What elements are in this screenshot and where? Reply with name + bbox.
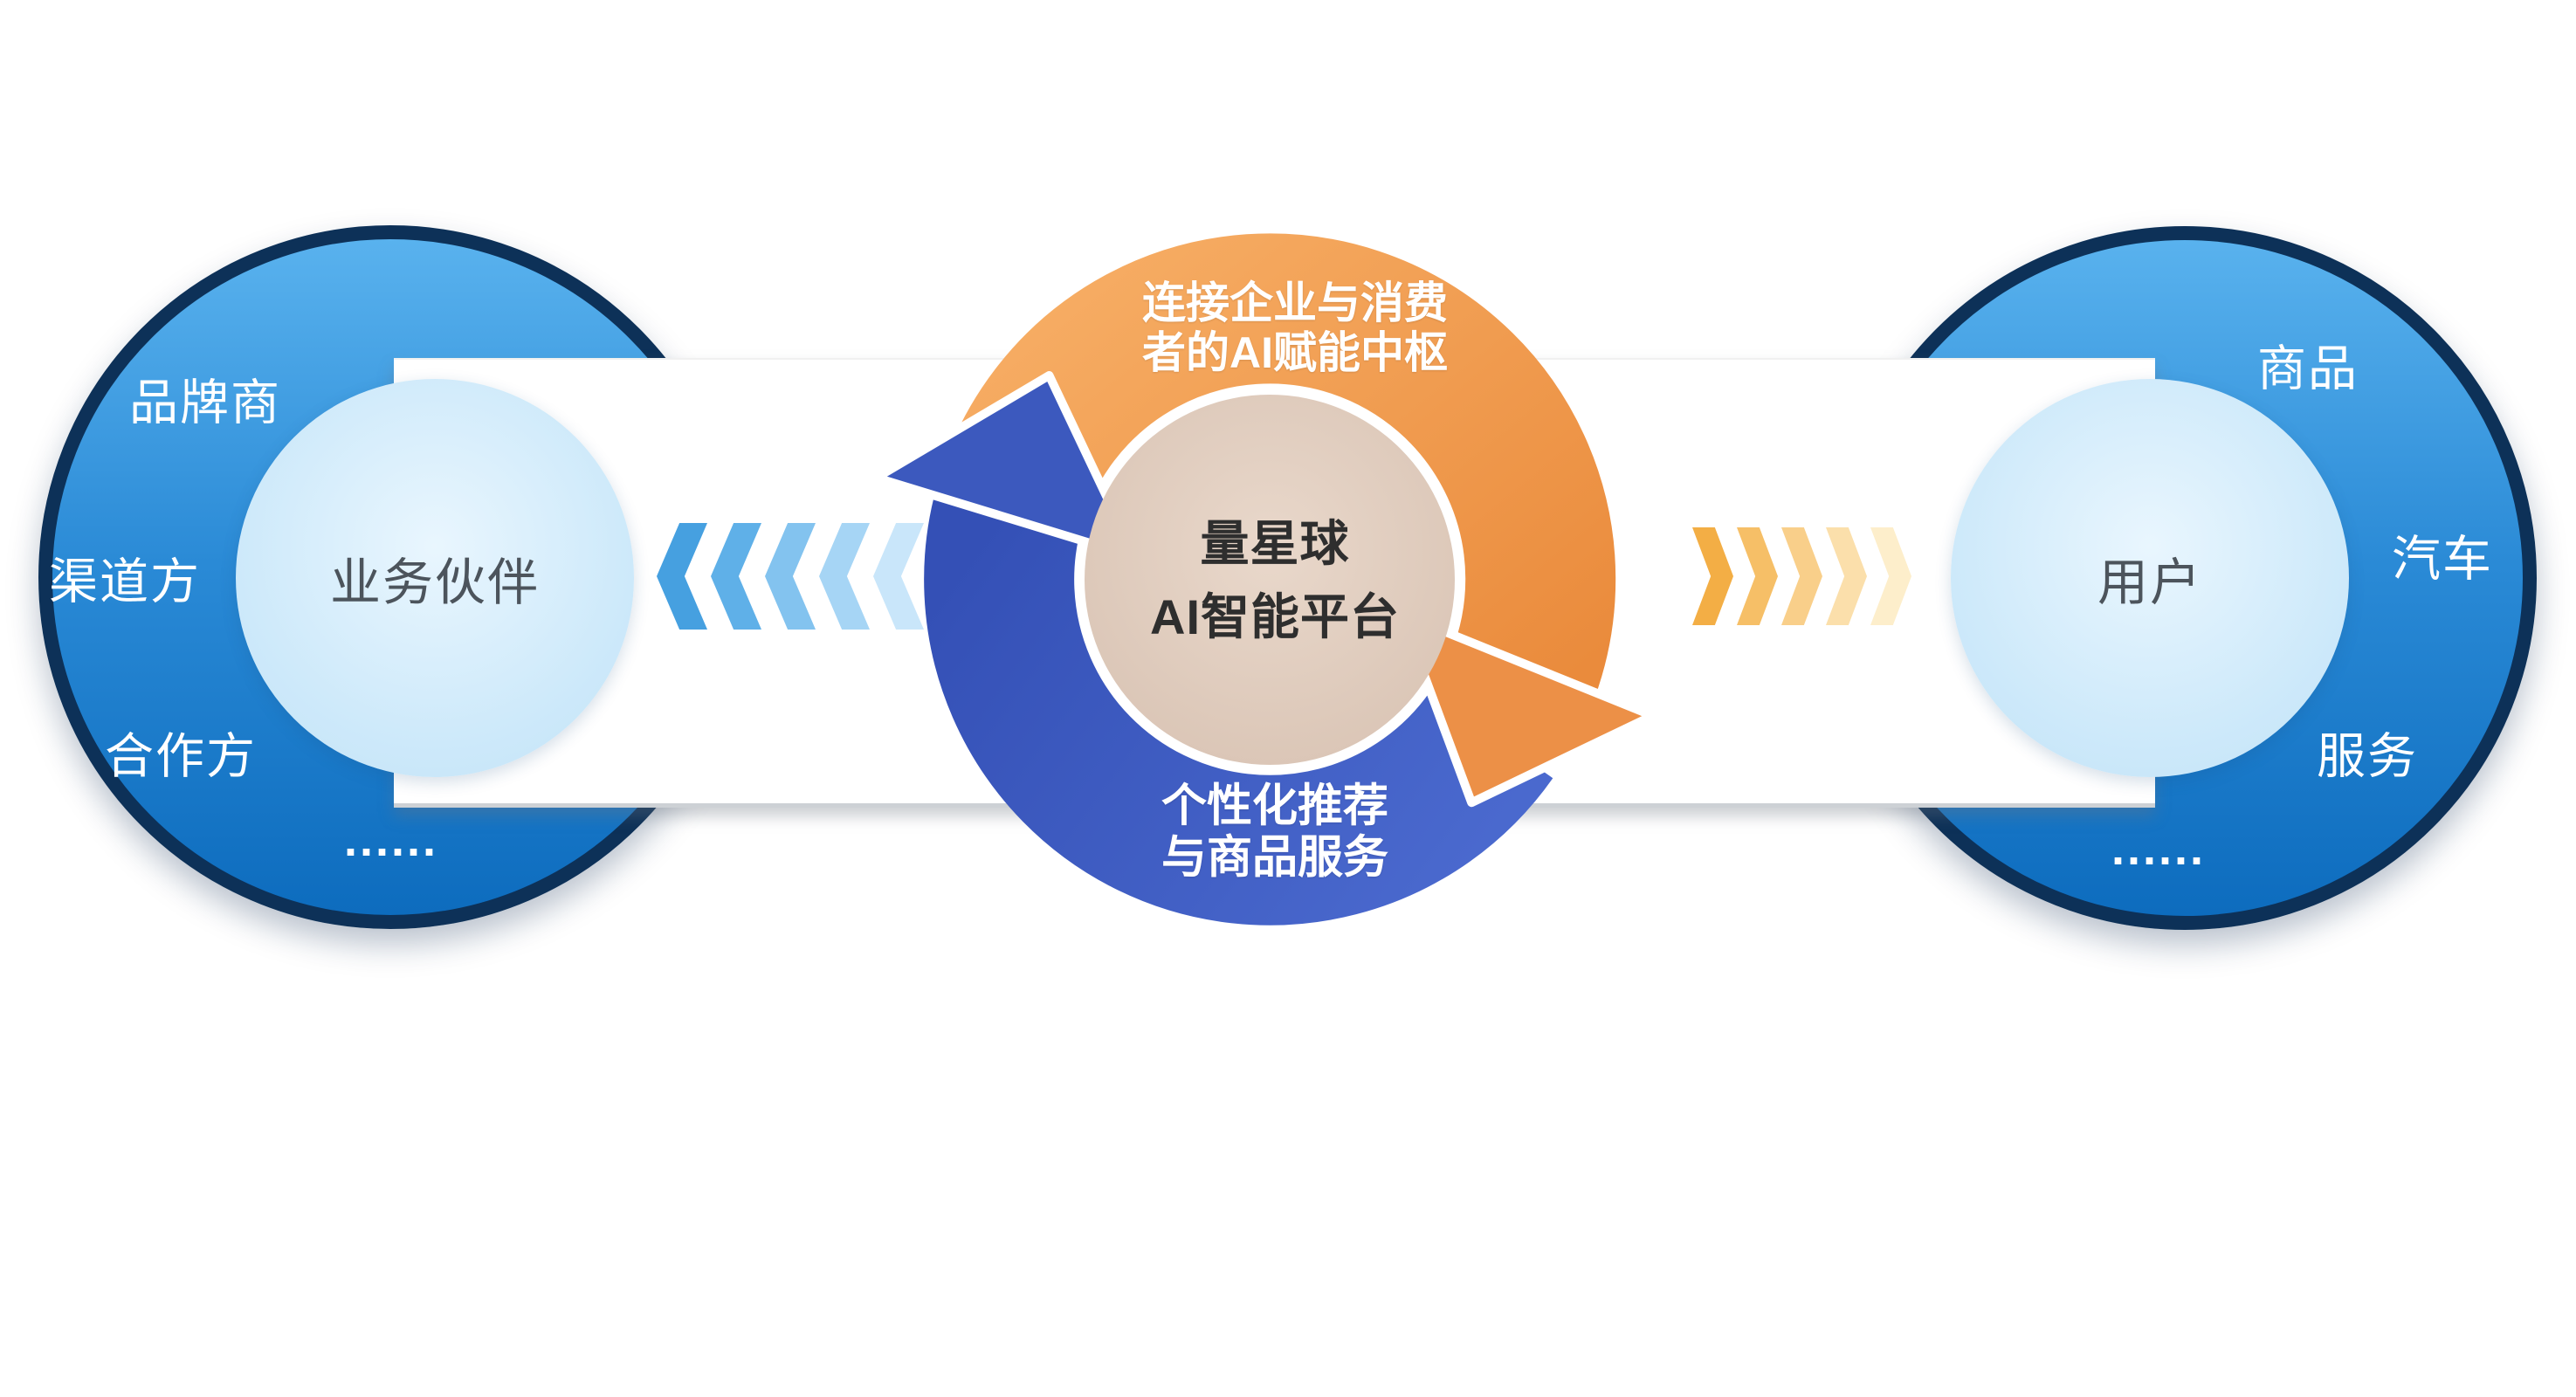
chevron-left-icon	[873, 523, 924, 630]
chevron-right-icon	[1737, 527, 1778, 625]
business-partner-label: 业务伙伴	[329, 554, 541, 611]
platform-core-circle	[1085, 395, 1455, 765]
blue-arrowhead-icon	[871, 371, 1140, 561]
business-partner-inner-circle	[236, 379, 634, 777]
chevron-right-icon	[1826, 527, 1867, 625]
top-arc-caption-line2: 者的AI赋能中枢	[1142, 328, 1448, 377]
satellite-label-car: 汽车	[2392, 531, 2493, 587]
chevron-right-icon	[1692, 527, 1733, 625]
chevron-left-icon	[657, 523, 707, 630]
chevron-left-icon	[819, 523, 870, 630]
user-label: 用户	[2097, 554, 2203, 611]
top-arc-caption-line1: 连接企业与消费	[1142, 279, 1448, 327]
satellite-label-partner: 合作方	[105, 728, 257, 784]
left-ellipsis-label: ......	[343, 814, 439, 866]
satellite-label-goods: 商品	[2257, 341, 2359, 396]
orange-arc	[935, 233, 1616, 710]
bottom-arc-caption-line2: 与商品服务	[1161, 833, 1389, 884]
chevron-right-icon	[1870, 527, 1911, 625]
chevron-right-icon	[1781, 527, 1822, 625]
platform-core-label: 量星球 AI智能平台	[1150, 507, 1400, 654]
bottom-arc-caption: 个性化推荐 与商品服务	[1161, 781, 1388, 885]
satellite-label-service: 服务	[2317, 728, 2418, 784]
left-flow-arrows-icon	[657, 523, 924, 630]
right-flow-arrows-icon	[1692, 527, 1911, 625]
top-arc-caption: 连接企业与消费 者的AI赋能中枢	[1142, 279, 1448, 378]
blue-arc	[924, 478, 1553, 926]
user-inner-circle	[1951, 379, 2349, 777]
bottom-arc-caption-line1: 个性化推荐	[1161, 781, 1389, 832]
satellite-label-brand: 品牌商	[129, 375, 281, 430]
chevron-left-icon	[765, 523, 816, 630]
platform-type-line: AI智能平台	[1150, 589, 1400, 644]
right-ellipsis-label: ......	[2111, 822, 2207, 875]
orange-arrowhead-icon	[1397, 609, 1657, 808]
satellite-label-channel: 渠道方	[49, 554, 201, 609]
chevron-left-icon	[711, 523, 761, 630]
platform-name-line: 量星球	[1200, 516, 1350, 571]
ai-platform-cycle	[871, 233, 1657, 926]
